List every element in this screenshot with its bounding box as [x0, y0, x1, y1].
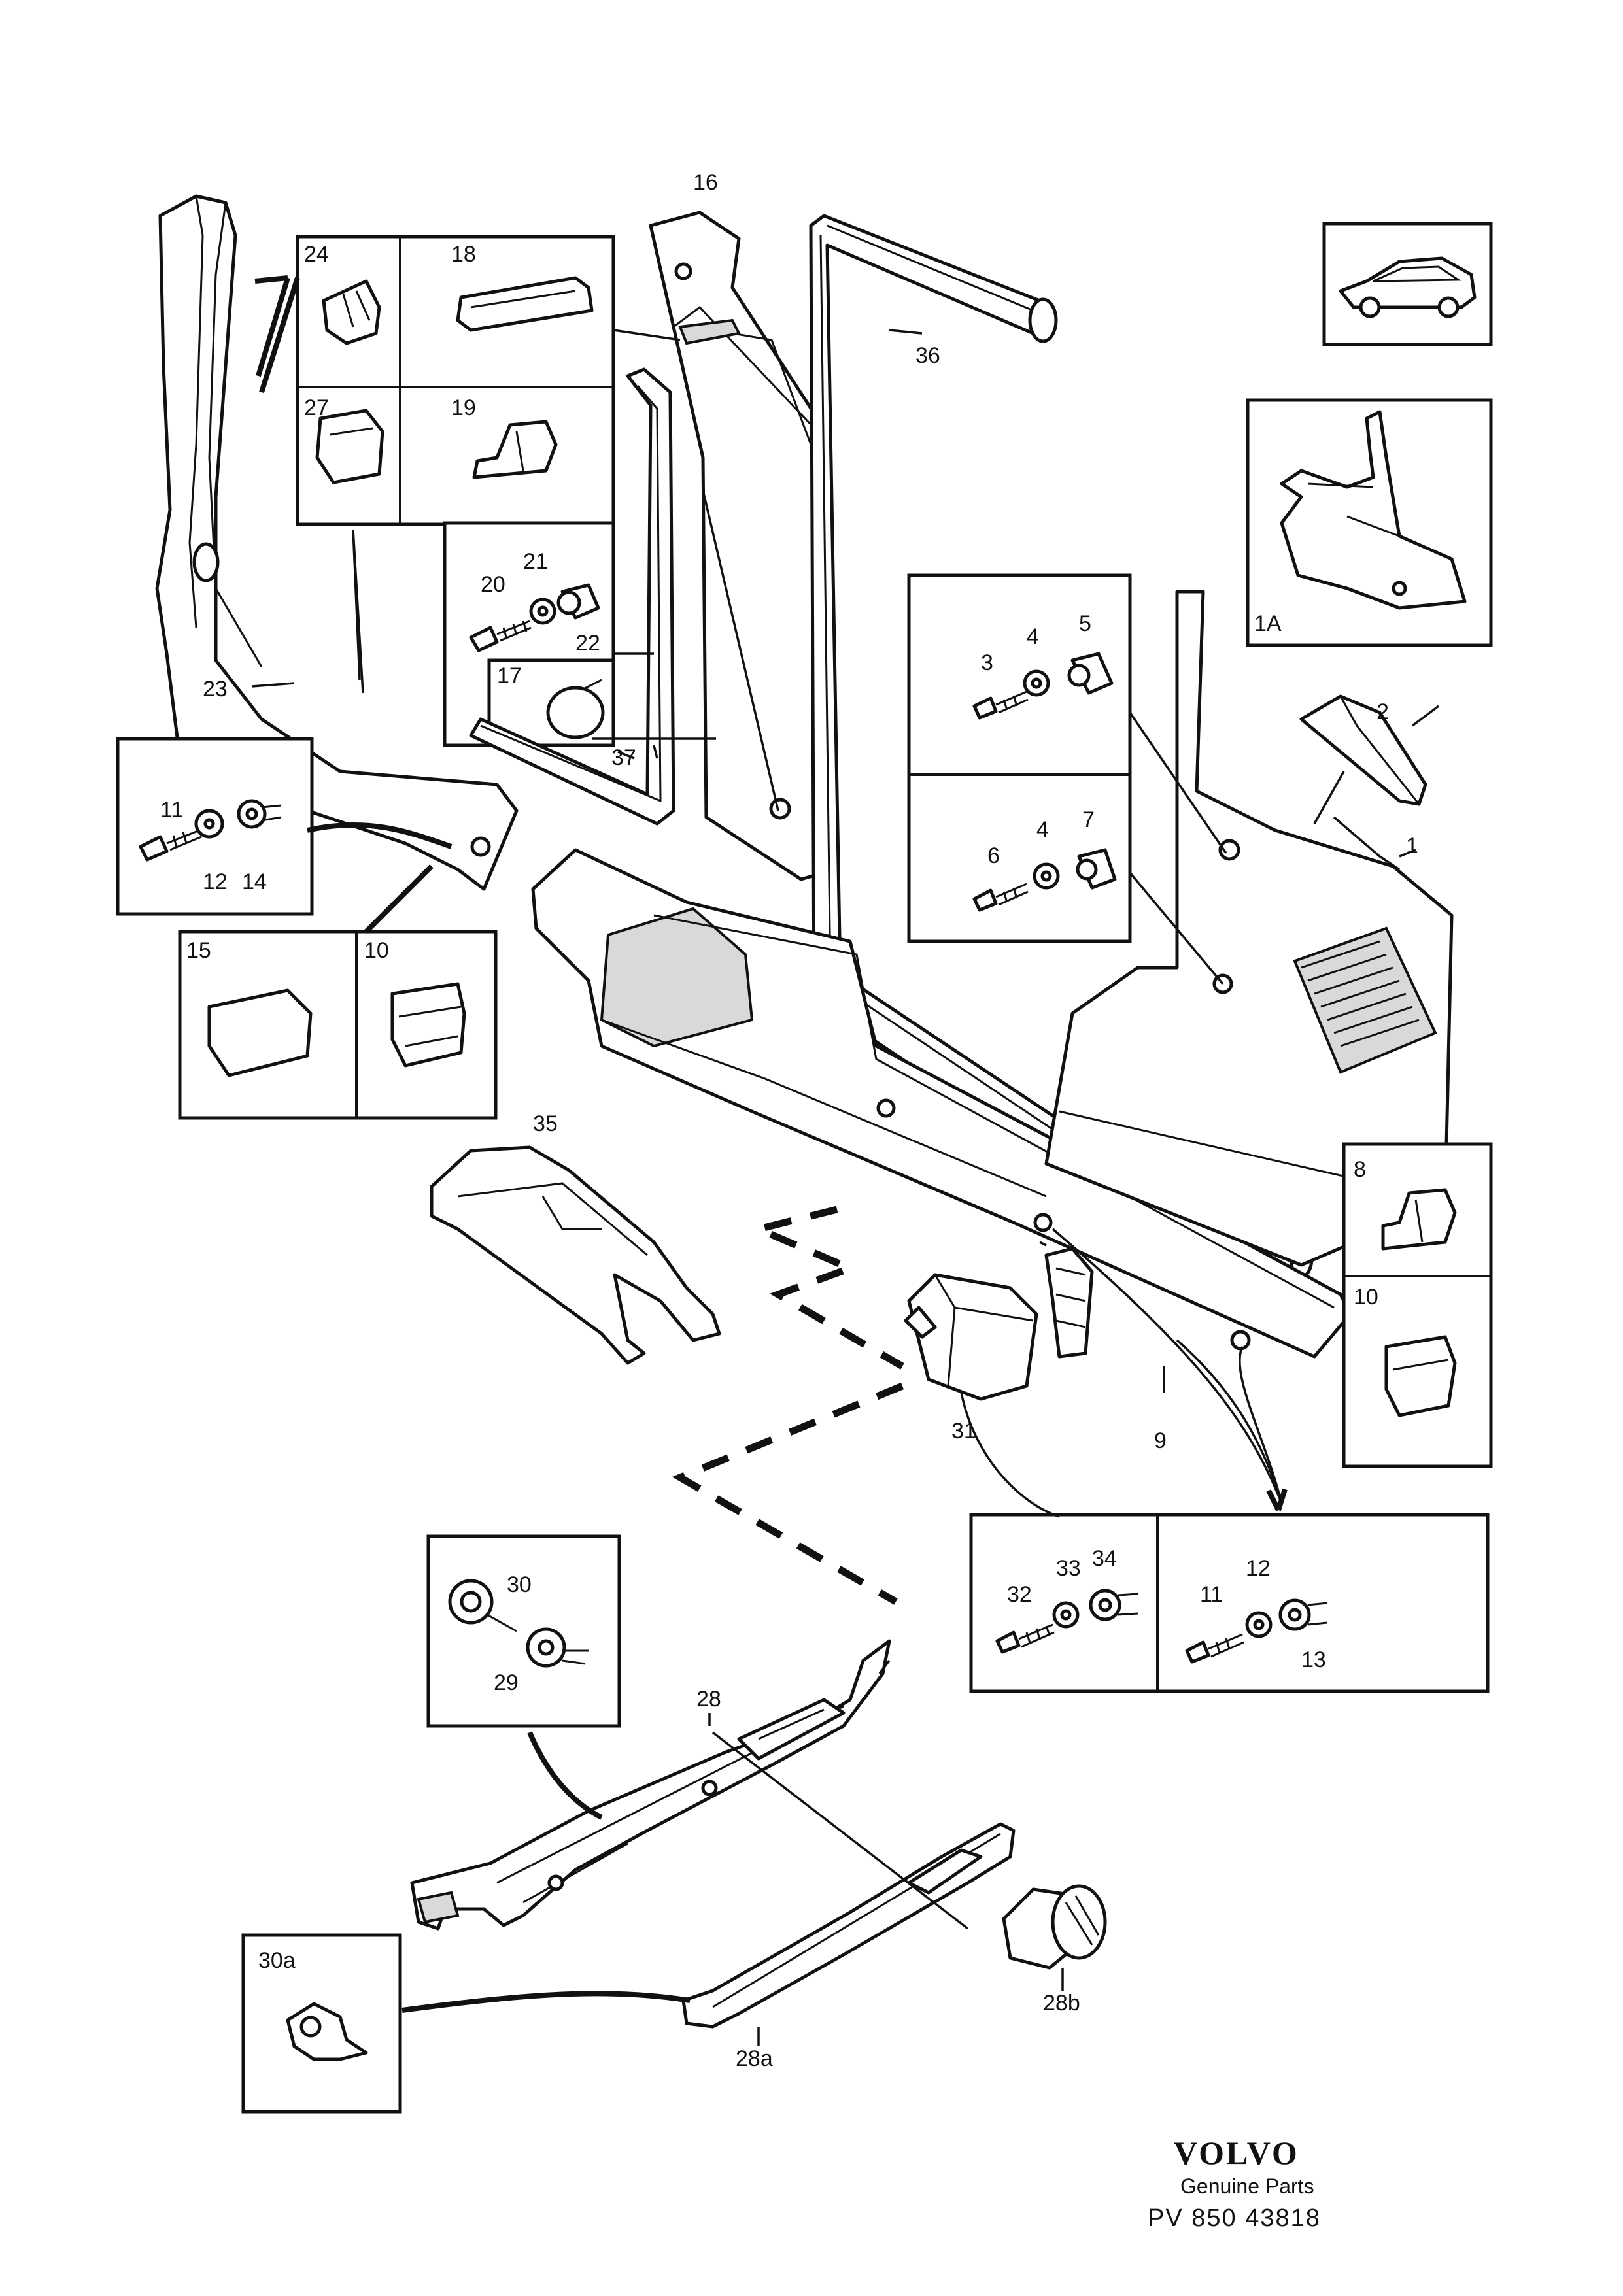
part-1A-box[interactable] — [1246, 398, 1493, 647]
callout-36: 36 — [915, 343, 940, 368]
callout-7: 7 — [1082, 807, 1095, 832]
callout-16: 16 — [693, 170, 718, 195]
callout-23: 23 — [203, 677, 228, 701]
callout-29: 29 — [494, 1670, 519, 1695]
callout-1: 1 — [1406, 834, 1418, 858]
callout-4-lower: 4 — [1036, 817, 1049, 842]
callout-12-left: 12 — [203, 869, 228, 894]
callout-28: 28 — [696, 1687, 721, 1712]
clip-strip[interactable] — [1044, 1247, 1094, 1359]
callout-17: 17 — [497, 664, 522, 688]
callout-14: 14 — [242, 869, 267, 894]
callout-33: 33 — [1056, 1556, 1081, 1581]
callout-4-upper: 4 — [1027, 624, 1039, 649]
callout-31: 31 — [951, 1419, 976, 1443]
callout-24: 24 — [304, 242, 329, 267]
fastener-box-30a[interactable] — [241, 1933, 402, 2114]
callout-28b: 28b — [1043, 1991, 1080, 2016]
callout-27: 27 — [304, 396, 329, 420]
part-28b-grommet[interactable] — [1002, 1884, 1107, 1970]
callout-18: 18 — [451, 242, 476, 267]
fastener-box-29-30[interactable] — [426, 1534, 621, 1728]
part-28a-molding-strip[interactable] — [681, 1822, 1016, 2029]
fastener-box-20-22-17[interactable] — [443, 521, 615, 747]
callout-5: 5 — [1079, 611, 1091, 636]
callout-10-right: 10 — [1354, 1285, 1378, 1309]
callout-3: 3 — [981, 650, 993, 675]
part-35-trim-bracket[interactable] — [430, 1145, 721, 1365]
volvo-logo: VOLVO — [1174, 2135, 1299, 2171]
part-37-channel[interactable] — [469, 367, 675, 826]
fastener-box-3-7[interactable] — [907, 573, 1132, 943]
part-code: PV 850 43818 — [1148, 2204, 1321, 2232]
callout-34: 34 — [1092, 1546, 1117, 1571]
car-thumbnail — [1322, 222, 1493, 346]
clip-box-8-10[interactable] — [1342, 1142, 1493, 1468]
callout-28a: 28a — [736, 2046, 773, 2071]
callout-2: 2 — [1376, 700, 1389, 724]
callout-19: 19 — [451, 396, 476, 420]
callout-9: 9 — [1154, 1428, 1167, 1453]
clip-box-upper-left[interactable] — [296, 235, 615, 526]
callout-labels: 16 24 18 27 19 21 20 22 17 23 37 36 11 1… — [160, 170, 1418, 2071]
callout-22: 22 — [575, 631, 600, 656]
callout-8: 8 — [1354, 1157, 1366, 1182]
callout-37: 37 — [611, 745, 636, 770]
part-2-vent-cover[interactable] — [1299, 694, 1427, 806]
fastener-box-11-12-14[interactable] — [116, 737, 314, 916]
callout-12-right: 12 — [1246, 1556, 1271, 1581]
genuine-parts-label: Genuine Parts — [1180, 2174, 1314, 2198]
callout-13: 13 — [1301, 1647, 1326, 1672]
clip-box-15-10[interactable] — [178, 930, 498, 1120]
callout-30: 30 — [507, 1572, 532, 1597]
part-31-connector-block[interactable] — [904, 1273, 1038, 1401]
part-1-kick-panel[interactable] — [1044, 590, 1454, 1267]
fastener-box-32-34-11-13[interactable] — [969, 1513, 1490, 1693]
callout-15: 15 — [186, 938, 211, 963]
part-16-b-pillar-trim[interactable] — [649, 211, 826, 881]
callout-35: 35 — [533, 1111, 558, 1136]
callout-1A: 1A — [1254, 611, 1282, 636]
callout-32: 32 — [1007, 1582, 1032, 1607]
dashed-routing-line — [672, 1206, 904, 1605]
volvo-footer: VOLVO Genuine Parts PV 850 43818 — [1148, 2135, 1321, 2232]
leader-lines — [251, 275, 1440, 2046]
callout-21: 21 — [523, 549, 548, 574]
callout-11-left: 11 — [160, 798, 183, 822]
callout-20: 20 — [481, 572, 505, 597]
callout-10-left: 10 — [364, 938, 389, 963]
callout-11-right: 11 — [1200, 1582, 1223, 1607]
part-28-sill-molding[interactable] — [410, 1639, 891, 1931]
part-23-pillar-trim[interactable] — [155, 194, 519, 891]
callout-6: 6 — [987, 843, 1000, 868]
callout-30a: 30a — [258, 1948, 296, 1973]
